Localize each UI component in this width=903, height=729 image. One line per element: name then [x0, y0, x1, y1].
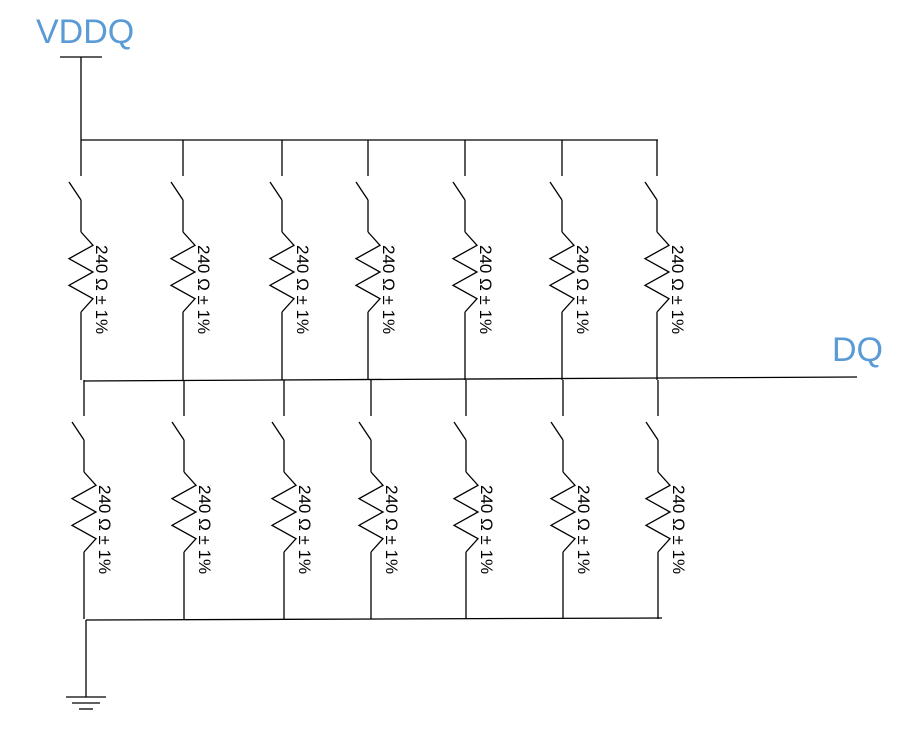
resistor-value-label: 240 Ω ± 1%	[668, 245, 687, 334]
resistor-icon	[270, 471, 298, 553]
ground-icon	[66, 620, 106, 710]
resistor-value-label: 240 Ω ± 1%	[95, 485, 114, 574]
resistor-icon	[70, 471, 98, 553]
resistor-value-label: 240 Ω ± 1%	[476, 245, 495, 334]
resistor-icon	[268, 231, 296, 313]
pull_up-leg-6: 240 Ω ± 1%	[548, 140, 592, 380]
switch-icon	[550, 421, 564, 441]
dq-line	[83, 376, 858, 382]
switch-icon	[68, 181, 82, 201]
switch-icon	[358, 421, 372, 441]
pull_down-leg-3: 240 Ω ± 1%	[270, 380, 314, 619]
resistor-value-label: 240 Ω ± 1%	[477, 485, 496, 574]
resistor-icon	[548, 231, 576, 313]
pull_down-leg-5: 240 Ω ± 1%	[452, 380, 496, 619]
resistor-value-label: 240 Ω ± 1%	[92, 245, 111, 334]
resistor-icon	[452, 471, 480, 553]
pull_up-leg-2: 240 Ω ± 1%	[169, 140, 213, 380]
switch-icon	[645, 421, 659, 441]
pull_up-leg-7: 240 Ω ± 1%	[643, 140, 687, 380]
dq-label: DQ	[832, 331, 883, 369]
resistor-value-label: 240 Ω ± 1%	[293, 245, 312, 334]
pull_up-leg-4: 240 Ω ± 1%	[354, 140, 398, 380]
pull_down-leg-7: 240 Ω ± 1%	[644, 380, 688, 619]
pull_down-leg-4: 240 Ω ± 1%	[357, 380, 401, 619]
resistor-value-label: 240 Ω ± 1%	[574, 485, 593, 574]
resistor-icon	[67, 231, 95, 313]
resistor-icon	[549, 471, 577, 553]
switch-icon	[549, 181, 563, 201]
vddq-label: VDDQ	[36, 13, 134, 51]
switch-icon	[644, 181, 658, 201]
pull_up-leg-3: 240 Ω ± 1%	[268, 140, 312, 380]
resistor-value-label: 240 Ω ± 1%	[195, 485, 214, 574]
resistor-value-label: 240 Ω ± 1%	[379, 245, 398, 334]
switch-icon	[271, 421, 285, 441]
pull_down-leg-6: 240 Ω ± 1%	[549, 380, 593, 619]
resistor-icon	[354, 231, 382, 313]
pull-down-legs: 240 Ω ± 1% 240 Ω ± 1% 240 Ω ± 1% 240 Ω ± 1%…	[70, 380, 688, 619]
pull_up-leg-1: 240 Ω ± 1%	[67, 140, 111, 380]
resistor-icon	[451, 231, 479, 313]
resistor-icon	[169, 231, 197, 313]
switch-icon	[453, 421, 467, 441]
switch-icon	[170, 181, 184, 201]
switch-icon	[452, 181, 466, 201]
switch-icon	[355, 181, 369, 201]
pull_up-leg-5: 240 Ω ± 1%	[451, 140, 495, 380]
resistor-value-label: 240 Ω ± 1%	[194, 245, 213, 334]
vddq-terminal	[60, 56, 102, 140]
pull-up-legs: 240 Ω ± 1% 240 Ω ± 1% 240 Ω ± 1% 240 Ω ± 1%…	[67, 140, 687, 380]
resistor-value-label: 240 Ω ± 1%	[573, 245, 592, 334]
resistor-value-label: 240 Ω ± 1%	[669, 485, 688, 574]
switch-icon	[269, 181, 283, 201]
resistor-value-label: 240 Ω ± 1%	[295, 485, 314, 574]
pull_down-leg-2: 240 Ω ± 1%	[170, 380, 214, 619]
resistor-icon	[357, 471, 385, 553]
resistor-icon	[170, 471, 198, 553]
ground-rail	[85, 617, 663, 621]
pull_down-leg-1: 240 Ω ± 1%	[70, 380, 114, 619]
switch-icon	[71, 421, 85, 441]
switch-icon	[171, 421, 185, 441]
resistor-value-label: 240 Ω ± 1%	[382, 485, 401, 574]
resistor-icon	[644, 471, 672, 553]
resistor-icon	[643, 231, 671, 313]
